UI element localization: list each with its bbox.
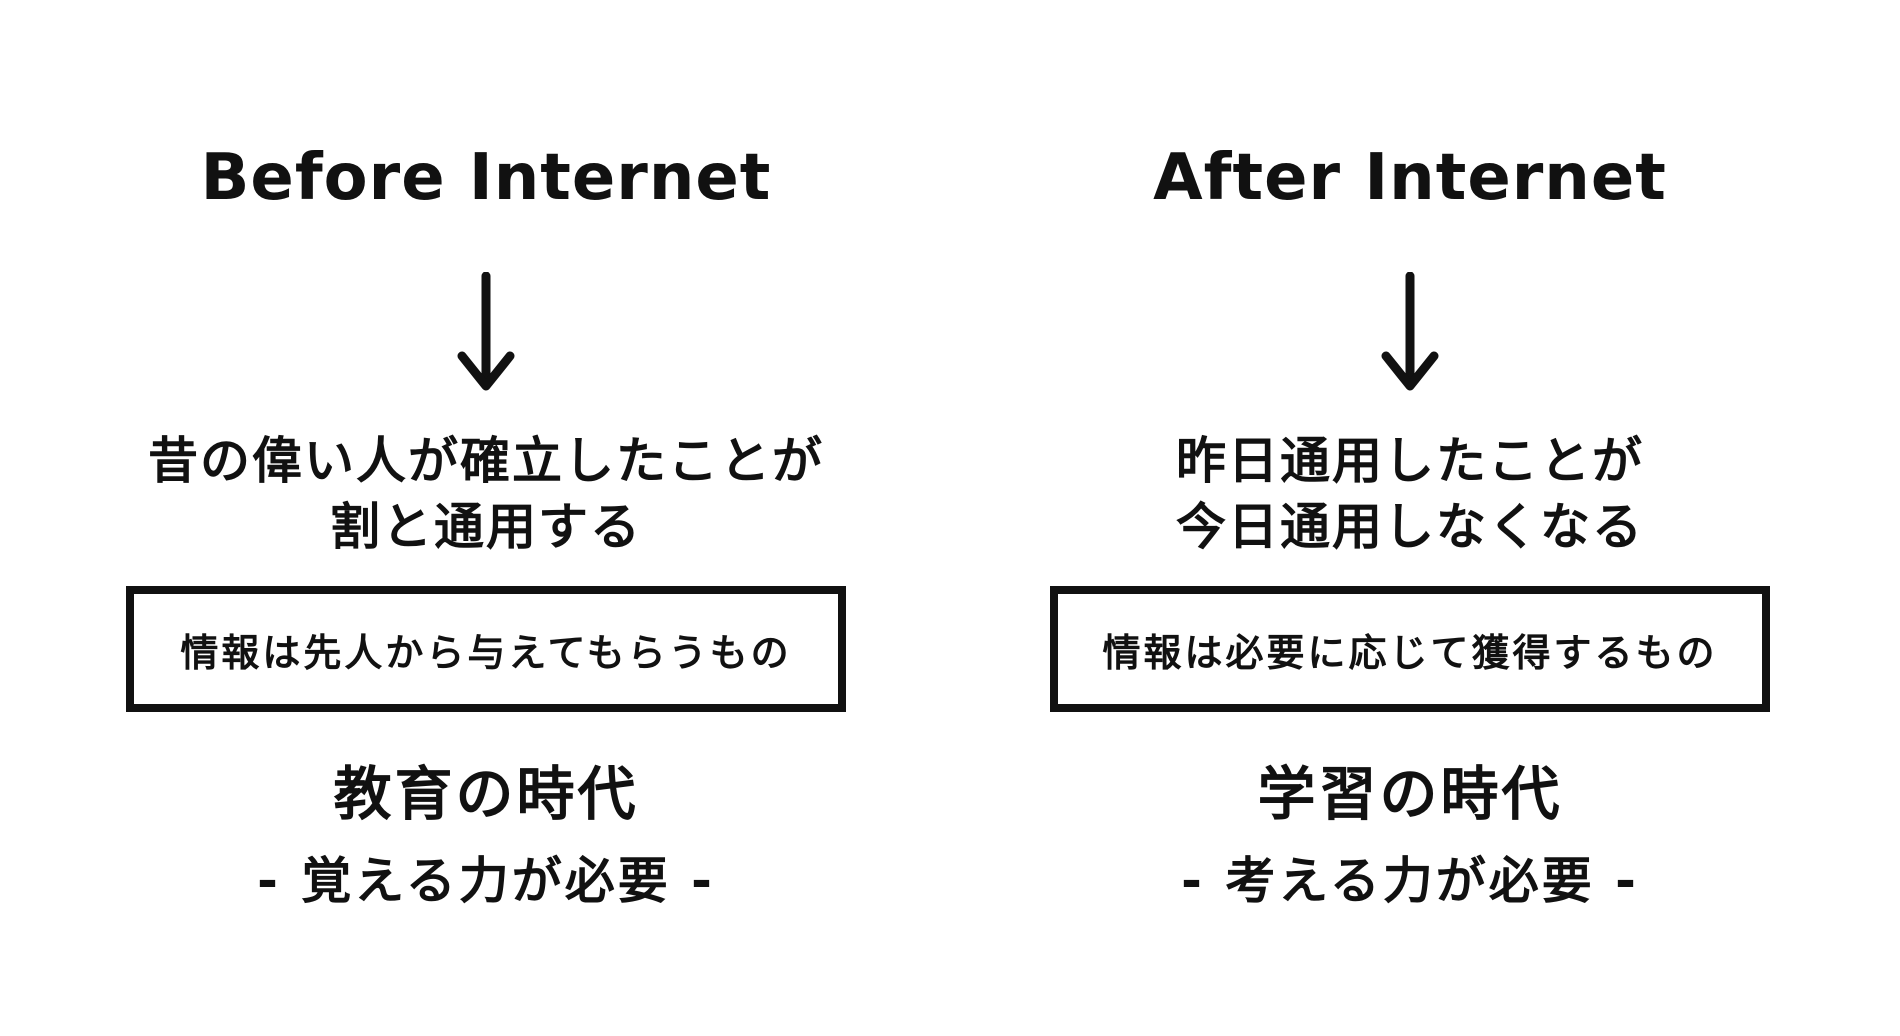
after-internet-title: After Internet	[1153, 141, 1667, 215]
after-age-title: 学習の時代	[1257, 760, 1563, 828]
arrow-down-icon	[457, 272, 515, 391]
before-internet-title: Before Internet	[200, 141, 772, 215]
before-age-title: 教育の時代	[333, 760, 639, 828]
after-statement-line-1: 昨日通用したことが	[1176, 432, 1644, 490]
after-info-text: 情報は必要に応じて獲得するもの	[1102, 630, 1718, 675]
before-internet-column: Before Internet 昔の偉い人が確立したことが 割と通用する 情報は…	[126, 0, 846, 1036]
before-statement-line-2: 割と通用する	[330, 498, 642, 556]
after-statement: 昨日通用したことが 今日通用しなくなる	[1050, 428, 1770, 560]
after-statement-line-2: 今日通用しなくなる	[1176, 498, 1644, 556]
before-requirement: - 覚える力が必要 -	[257, 852, 715, 910]
after-info-box: 情報は必要に応じて獲得するもの	[1050, 586, 1770, 712]
after-requirement: - 考える力が必要 -	[1181, 852, 1639, 910]
before-info-box: 情報は先人から与えてもらうもの	[126, 586, 846, 712]
before-statement-line-1: 昔の偉い人が確立したことが	[148, 432, 824, 490]
after-internet-column: After Internet 昨日通用したことが 今日通用しなくなる 情報は必要…	[1050, 0, 1770, 1036]
before-statement: 昔の偉い人が確立したことが 割と通用する	[126, 428, 846, 560]
arrow-down-icon	[1381, 272, 1439, 391]
before-info-text: 情報は先人から与えてもらうもの	[180, 630, 792, 675]
